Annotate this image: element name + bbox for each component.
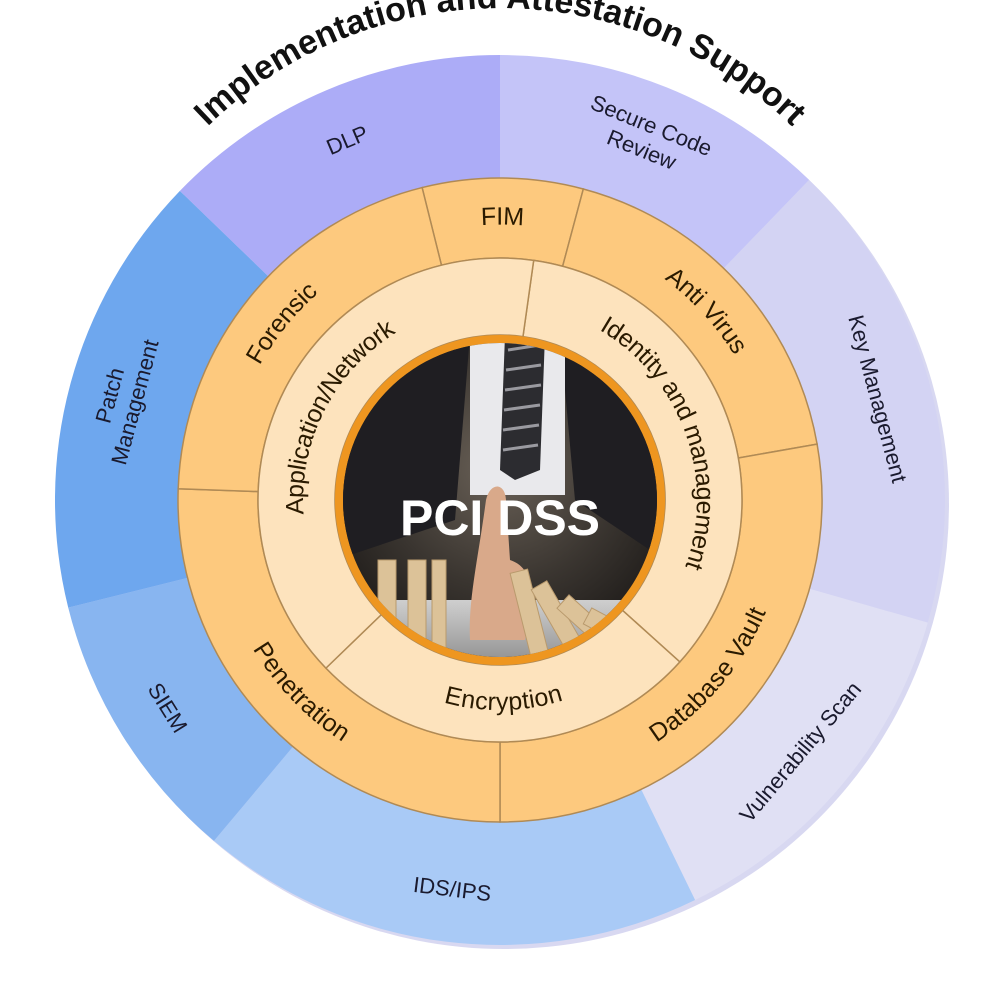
outer-segment-siem bbox=[68, 577, 294, 841]
outer-segment-ids-ips bbox=[213, 746, 696, 946]
hand-icon bbox=[469, 486, 532, 640]
outer-segment-key-management bbox=[723, 179, 946, 623]
center-title: PCI DSS bbox=[400, 490, 600, 546]
outer-segment-dlp bbox=[179, 55, 500, 277]
outer-segment-patch-management bbox=[54, 190, 269, 608]
tie-stripes bbox=[502, 343, 542, 452]
outer-segment-secure-code-review bbox=[500, 55, 810, 269]
domino-icon bbox=[431, 559, 447, 656]
outer-segment-vulnerability-scan bbox=[641, 588, 928, 900]
middle-label-fim: FIM bbox=[480, 202, 524, 231]
